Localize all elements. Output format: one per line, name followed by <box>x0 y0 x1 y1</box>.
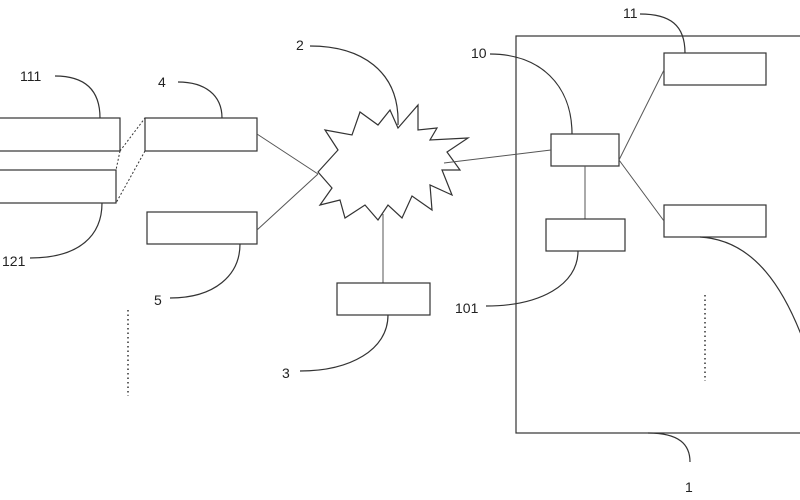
box-4 <box>144 117 258 152</box>
leader-5 <box>169 243 241 299</box>
leader-1 <box>647 432 691 463</box>
leader-11 <box>639 13 686 54</box>
link-5-to-2 <box>256 173 319 231</box>
network-burst-2 <box>317 103 471 221</box>
box-10 <box>550 133 620 167</box>
label-10: 10 <box>471 45 487 61</box>
box-11-upper <box>663 52 767 86</box>
leader-2 <box>309 45 399 126</box>
box-121 <box>0 169 117 204</box>
dashed-edge-diag-1 <box>115 150 146 204</box>
box-11-lower <box>663 204 767 238</box>
leader-3 <box>299 314 389 372</box>
label-1: 1 <box>685 479 693 495</box>
leader-121 <box>29 202 103 259</box>
label-2: 2 <box>296 37 304 53</box>
box-101 <box>545 218 626 252</box>
label-3: 3 <box>282 365 290 381</box>
leader-101 <box>485 250 579 307</box>
label-121: 121 <box>2 253 26 269</box>
dashed-edge-mid <box>115 150 121 171</box>
leader-4 <box>177 81 223 119</box>
leader-10 <box>489 53 573 135</box>
dashed-edge-diag-2 <box>119 117 146 152</box>
label-4: 4 <box>158 74 166 90</box>
box-5 <box>146 211 258 245</box>
link-10-to-11-lower <box>618 159 665 222</box>
leader-11-lower <box>699 236 800 334</box>
link-4-to-2 <box>256 133 319 175</box>
label-5: 5 <box>154 292 162 308</box>
leader-111 <box>54 75 101 119</box>
box-111 <box>0 117 121 152</box>
label-111: 111 <box>20 68 41 84</box>
label-101: 101 <box>455 300 479 316</box>
label-11: 11 <box>623 5 638 21</box>
link-2-to-10 <box>443 149 552 164</box>
link-10-to-11-upper <box>618 69 665 161</box>
box-3 <box>336 282 431 316</box>
